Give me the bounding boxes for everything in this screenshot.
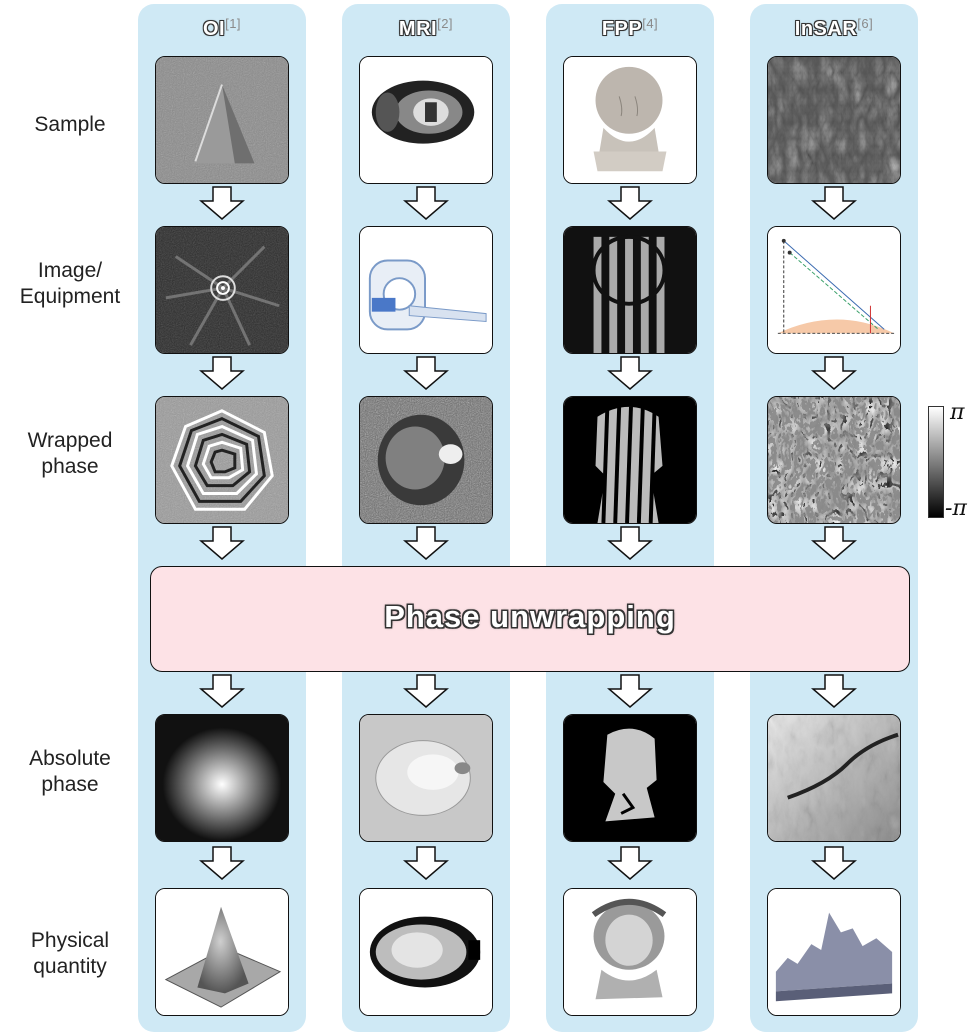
arrow-down-icon: [607, 674, 653, 708]
arrow-down-icon: [199, 186, 245, 220]
arrow-down-icon: [607, 186, 653, 220]
insar-geometry-diagram: [767, 226, 901, 354]
fpp-physical-quantity-image: [563, 888, 697, 1016]
oi-absolute-phase-image: [155, 714, 289, 842]
arrow-down-icon: [403, 526, 449, 560]
phase-colorbar: [928, 406, 944, 518]
mri-physical-quantity-image: [359, 888, 493, 1016]
phase-unwrapping-band: Phase unwrapping: [150, 566, 910, 672]
row-label-sample: Sample: [0, 112, 140, 138]
arrow-down-icon: [199, 356, 245, 390]
row-label-physical-quantity: Physicalquantity: [0, 928, 140, 980]
mri-sample-image: [359, 56, 493, 184]
oi-wrapped-phase-image: [155, 396, 289, 524]
fpp-absolute-phase-image: [563, 714, 697, 842]
mri-wrapped-phase-image: [359, 396, 493, 524]
arrow-down-icon: [403, 674, 449, 708]
arrow-down-icon: [811, 356, 857, 390]
arrow-down-icon: [811, 186, 857, 220]
arrow-down-icon: [811, 674, 857, 708]
arrow-down-icon: [403, 356, 449, 390]
arrow-down-icon: [403, 186, 449, 220]
colorbar-max-label: π: [950, 400, 964, 425]
phase-unwrapping-label: Phase unwrapping: [151, 599, 909, 635]
insar-physical-quantity-image: [767, 888, 901, 1016]
arrow-down-icon: [403, 846, 449, 880]
colorbar-min-label: -π: [945, 496, 967, 521]
row-label-wrapped-phase: Wrappedphase: [0, 428, 140, 480]
arrow-down-icon: [607, 526, 653, 560]
arrow-down-icon: [811, 526, 857, 560]
fpp-wrapped-phase-image: [563, 396, 697, 524]
arrow-down-icon: [811, 846, 857, 880]
column-title-fpp: FPP[4]: [546, 16, 714, 41]
mri-scanner-image: [359, 226, 493, 354]
arrow-down-icon: [199, 674, 245, 708]
insar-absolute-phase-image: [767, 714, 901, 842]
arrow-down-icon: [607, 356, 653, 390]
arrow-down-icon: [607, 846, 653, 880]
oi-sample-image: [155, 56, 289, 184]
fpp-sample-image: [563, 56, 697, 184]
insar-wrapped-phase-image: [767, 396, 901, 524]
oi-interferogram-image: [155, 226, 289, 354]
fpp-fringe-image: [563, 226, 697, 354]
insar-sample-image: [767, 56, 901, 184]
column-title-insar: InSAR[6]: [750, 16, 918, 41]
mri-absolute-phase-image: [359, 714, 493, 842]
column-title-mri: MRI[2]: [342, 16, 510, 41]
arrow-down-icon: [199, 846, 245, 880]
oi-physical-quantity-image: [155, 888, 289, 1016]
column-title-oi: OI[1]: [138, 16, 306, 41]
row-label-image-equipment: Image/Equipment: [0, 258, 140, 310]
row-label-absolute-phase: Absolutephase: [0, 746, 140, 798]
arrow-down-icon: [199, 526, 245, 560]
